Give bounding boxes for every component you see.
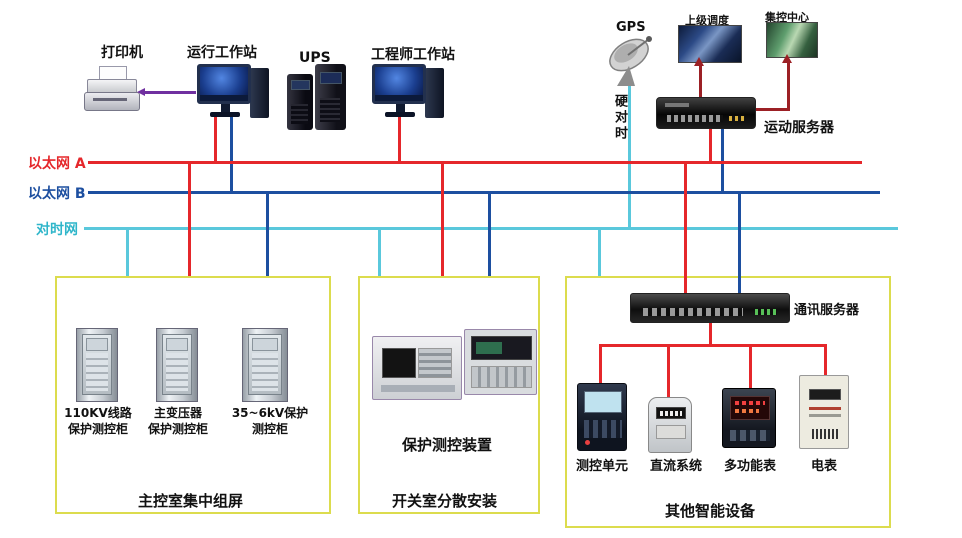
server-ethernet-a-drop [709, 129, 712, 164]
central-control-uplink-hline [756, 108, 790, 111]
dc-system-icon [648, 397, 692, 453]
dispatch-uplink-line [699, 65, 702, 97]
printer-cable-arrowhead [137, 88, 145, 96]
hard-time-sync-label: 硬对时 [612, 94, 627, 142]
ups-label: UPS [299, 50, 331, 66]
middle-box-ethernet-b-drop [488, 194, 491, 276]
upper-dispatch-image [678, 25, 742, 63]
middle-box-time-sync-drop [378, 230, 381, 276]
operator-workstation-label: 运行工作站 [187, 45, 257, 61]
measure-unit-drop [599, 346, 602, 384]
dc-system-label: 直流系统 [649, 459, 702, 474]
printer-cable-line [144, 91, 196, 94]
ethernet-a-label: 以太网 A [28, 156, 86, 172]
multifunction-meter-label: 多功能表 [723, 459, 776, 474]
cabinet-110kv-label: 110KV线路 保护测控柜 [64, 406, 132, 436]
comm-server-stem-line [709, 323, 712, 346]
engineer-ethernet-a-drop [398, 117, 401, 164]
engineer-workstation-label: 工程师工作站 [371, 47, 455, 63]
printer-icon [84, 66, 142, 112]
middle-box-title: 开关室分散安装 [392, 492, 498, 510]
ethernet-b-bus-line [88, 191, 880, 194]
cabinet-35kv-icon [242, 328, 288, 402]
middle-box-ethernet-a-drop [441, 164, 444, 276]
central-control-image [766, 22, 818, 58]
time-sync-label: 对时网 [36, 222, 78, 238]
operator-ethernet-b-drop [230, 117, 233, 194]
time-sync-bus-line [84, 227, 898, 230]
ethernet-a-bus-line [88, 161, 862, 164]
operator-ethernet-a-drop [214, 117, 217, 164]
ups-icon [287, 64, 347, 130]
cabinet-transformer-icon [156, 328, 198, 402]
central-control-uplink-arrowhead [782, 54, 792, 63]
operator-workstation-icon [197, 64, 269, 124]
left-box-title: 主控室集中组屏 [138, 492, 244, 510]
left-box-ethernet-b-drop [266, 194, 269, 276]
energy-meter-drop [824, 346, 827, 376]
cabinet-transformer-label: 主变压器 保护测控柜 [147, 406, 208, 436]
smart-device-bus-line [599, 344, 827, 347]
central-control-label: 集控中心 [765, 11, 809, 24]
protection-device-icon-2 [464, 329, 537, 395]
right-box-title: 其他智能设备 [665, 502, 756, 520]
telecontrol-server-icon [656, 97, 756, 129]
multifunction-meter-drop [749, 346, 752, 389]
dc-system-drop [667, 346, 670, 398]
ethernet-b-label: 以太网 B [28, 186, 86, 202]
right-box-ethernet-b-drop [738, 194, 741, 295]
protection-device-icon-1 [372, 336, 462, 400]
dispatch-uplink-arrowhead [694, 57, 704, 66]
energy-meter-label: 电表 [810, 459, 837, 474]
upper-dispatch-label: 上级调度 [685, 14, 729, 27]
cabinet-35kv-label: 35~6kV保护 测控柜 [231, 406, 309, 436]
measure-unit-icon [577, 383, 627, 451]
cabinet-110kv-icon [76, 328, 118, 402]
engineer-workstation-icon [372, 64, 444, 124]
gps-time-sync-line [628, 86, 631, 230]
gps-antenna-icon [604, 34, 662, 88]
right-box-ethernet-a-drop [684, 164, 687, 295]
comm-server-label: 通讯服务器 [794, 303, 860, 318]
energy-meter-icon [799, 375, 849, 449]
central-control-uplink-vline [787, 62, 790, 111]
multifunction-meter-icon [722, 388, 776, 448]
telecontrol-server-label: 运动服务器 [764, 120, 834, 136]
comm-server-icon [630, 293, 790, 323]
printer-label: 打印机 [101, 45, 143, 61]
left-box-time-sync-drop [126, 230, 129, 276]
left-box-ethernet-a-drop [188, 164, 191, 276]
protection-device-label: 保护测控装置 [402, 436, 493, 454]
right-box-time-sync-drop [598, 230, 601, 276]
measure-unit-label: 测控单元 [575, 459, 628, 474]
gps-label: GPS [616, 20, 646, 35]
